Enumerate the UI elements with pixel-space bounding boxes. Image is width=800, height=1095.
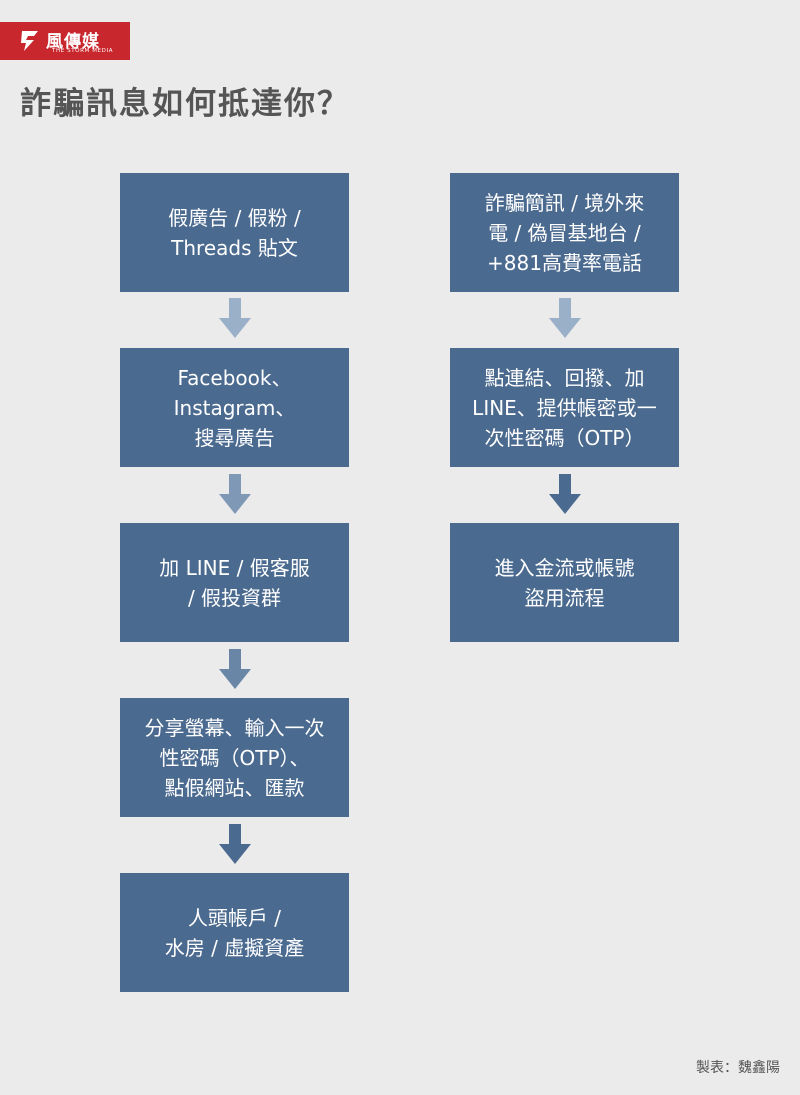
brand-name-en: THE STORM MEDIA [52, 48, 114, 54]
credit-text: 製表：魏鑫陽 [696, 1060, 780, 1076]
flow-box-right-2: 點連結、回撥、加 LINE、提供帳密或一 次性密碼（OTP） [450, 348, 679, 467]
arrow-down-icon [219, 649, 251, 689]
arrow-down-icon [219, 474, 251, 514]
page-title: 詐騙訊息如何抵達你？ [20, 86, 350, 122]
brand-name-cn: 風傳媒 [46, 32, 100, 52]
flow-box-left-5: 人頭帳戶 / 水房 / 虛擬資產 [120, 873, 349, 992]
arrow-down-icon [549, 474, 581, 514]
arrow-down-icon [219, 824, 251, 864]
flow-box-left-2: Facebook、 Instagram、 搜尋廣告 [120, 348, 349, 467]
storm-bolt-icon [21, 31, 38, 51]
flow-box-right-3: 進入金流或帳號 盜用流程 [450, 523, 679, 642]
flow-box-right-1: 詐騙簡訊 / 境外來 電 / 偽冒基地台 / +881高費率電話 [450, 173, 679, 292]
arrow-down-icon [219, 298, 251, 338]
arrow-down-icon [549, 298, 581, 338]
flow-box-left-1: 假廣告 / 假粉 / Threads 貼文 [120, 173, 349, 292]
flow-box-left-3: 加 LINE / 假客服 / 假投資群 [120, 523, 349, 642]
flow-box-left-4: 分享螢幕、輸入一次 性密碼（OTP）、 點假網站、匯款 [120, 698, 349, 817]
brand-logo: 風傳媒 THE STORM MEDIA [0, 22, 130, 60]
